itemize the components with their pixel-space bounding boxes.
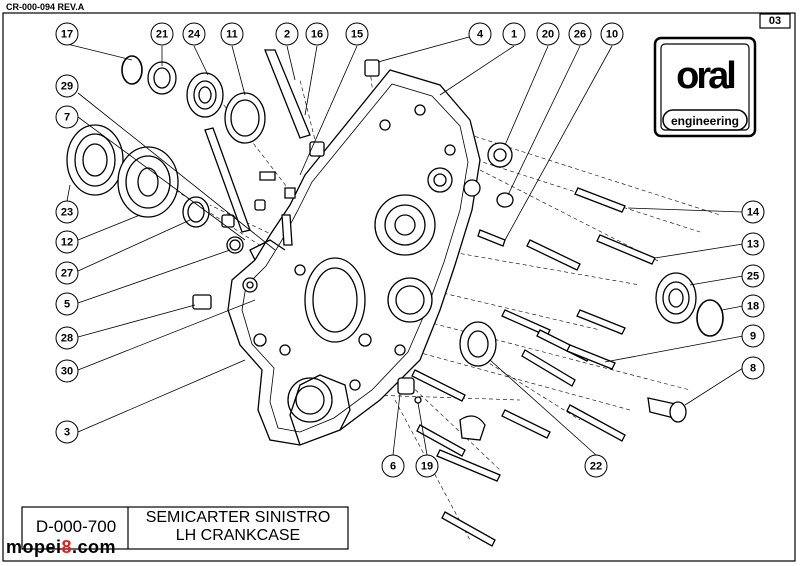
leader-lines [66,33,744,456]
callout-25: 25 [747,271,759,283]
callout-23: 23 [61,207,73,219]
callout-24: 24 [188,29,201,41]
callout-8-circle [741,356,765,380]
callout-22-circle [584,454,608,478]
callout-4-circle [468,22,492,46]
callout-23-circle [55,200,79,224]
callout-20-circle [536,22,560,46]
title-english: LH CRANKCASE [175,527,301,544]
sheet-number-box [759,13,791,29]
callout-28-circle [55,326,79,350]
callout-25-circle [741,264,765,288]
callout-18: 18 [747,301,759,313]
callout-14-circle [741,200,765,224]
watermark-suffix: .com [72,537,117,557]
callout-16: 16 [311,29,323,41]
callout-15: 15 [351,29,363,41]
callout-29-circle [55,74,79,98]
callout-5-circle [55,292,79,316]
callout-26-circle [568,22,592,46]
drawing-reference: CR-000-094 REV.A [6,2,85,12]
callout-14: 14 [747,207,760,219]
watermark-prefix: mopei [6,537,62,557]
callout-28: 28 [61,333,73,345]
callout-10: 10 [606,29,618,41]
watermark: mopei8.com [6,537,116,558]
part-code: D-000-700 [35,517,117,536]
crankcase-body [227,69,481,446]
callout-22: 22 [590,461,602,473]
callout-24-circle [182,22,206,46]
callout-17: 17 [61,29,73,41]
callout-20: 20 [542,29,554,41]
callout-2: 2 [284,29,290,41]
callout-4: 4 [477,29,484,41]
callout-5: 5 [64,299,70,311]
callout-26: 26 [574,29,586,41]
callout-27: 27 [61,268,73,280]
callout-11: 11 [226,29,238,41]
callout-2-circle [275,22,299,46]
callout-30-circle [55,359,79,383]
callout-6: 6 [390,461,396,473]
callout-1-circle [502,22,526,46]
callout-21-circle [150,22,174,46]
logo-subtitle: engineering [671,114,739,128]
watermark-digit: 8 [61,537,73,557]
callout-9-circle [741,324,765,348]
callout-1: 1 [511,29,517,41]
callout-12: 12 [61,237,73,249]
callout-8: 8 [750,363,756,375]
callout-6-circle [381,454,405,478]
callout-7-circle [55,105,79,129]
callout-27-circle [55,261,79,285]
callout-3: 3 [64,427,70,439]
callout-7: 7 [64,112,70,124]
callout-9: 9 [750,331,756,343]
callout-13: 13 [747,239,759,251]
callout-15-circle [345,22,369,46]
title-italian: SEMICARTER SINISTRO [145,509,331,526]
right-parts [397,142,724,547]
callout-19-circle [415,454,439,478]
callout-11-circle [220,22,244,46]
sheet-number: 03 [769,15,781,27]
callout-19: 19 [421,461,433,473]
title-block [21,506,349,550]
callout-18-circle [741,294,765,318]
callout-10-circle [600,22,624,46]
callout-17-circle [55,22,79,46]
left-parts [66,49,380,310]
oral-engineering-logo: oral engineering [653,36,757,138]
logo-wordmark: oral [676,55,734,97]
callout-30: 30 [61,366,73,378]
sheet-border [2,12,796,562]
callout-29: 29 [61,81,73,93]
callout-13-circle [741,232,765,256]
callout-3-circle [55,420,79,444]
callout-12-circle [55,230,79,254]
callout-21: 21 [156,29,168,41]
callout-16-circle [305,22,329,46]
